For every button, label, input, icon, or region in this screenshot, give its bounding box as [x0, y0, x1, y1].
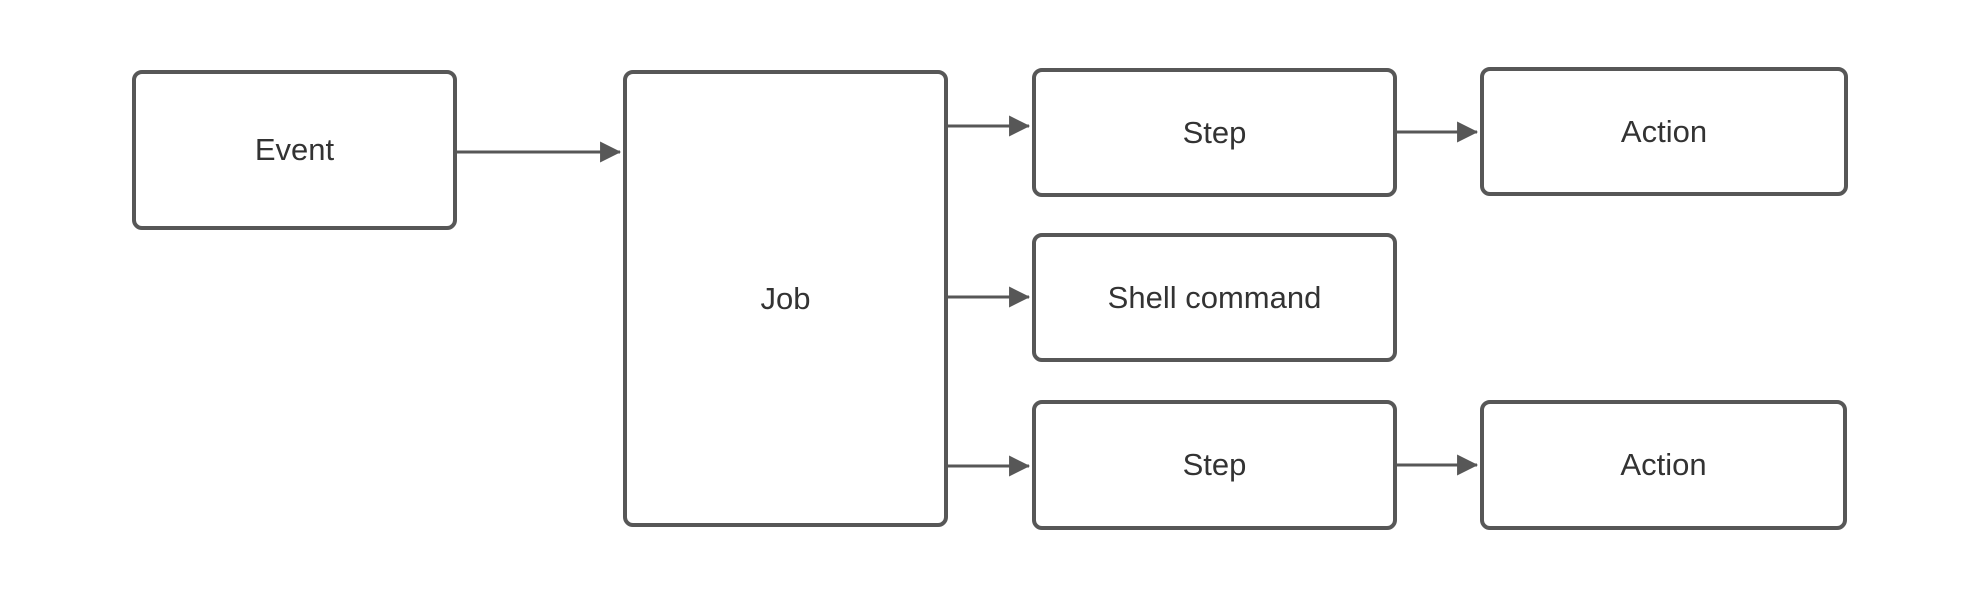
action-bottom-node-label: Action: [1620, 447, 1707, 483]
action-bottom-node: Action: [1480, 400, 1847, 530]
shell-command-node: Shell command: [1032, 233, 1397, 362]
step-bottom-node: Step: [1032, 400, 1397, 530]
shell-command-node-label: Shell command: [1107, 279, 1322, 315]
step-bottom-node-label: Step: [1182, 447, 1247, 483]
action-top-node-label: Action: [1620, 113, 1708, 149]
event-node: Event: [132, 70, 457, 230]
step-top-node-label: Step: [1182, 114, 1247, 150]
event-node-label: Event: [254, 132, 335, 168]
job-node: Job: [623, 70, 948, 527]
action-top-node: Action: [1480, 67, 1848, 196]
step-top-node: Step: [1032, 68, 1397, 197]
job-node-label: Job: [760, 280, 811, 316]
